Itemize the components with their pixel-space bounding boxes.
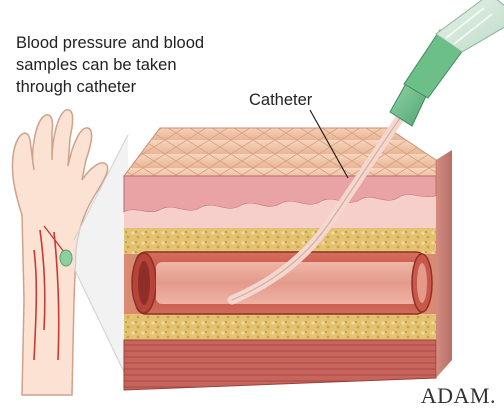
syringe-illustration bbox=[390, 0, 504, 126]
adam-logo: ADAM. bbox=[421, 383, 496, 409]
caption-line-1: Blood pressure and blood bbox=[16, 32, 276, 54]
blood-vessel bbox=[132, 252, 432, 314]
catheter-label: Catheter bbox=[249, 91, 312, 110]
hand-illustration bbox=[12, 110, 128, 395]
caption-line-3: through catheter bbox=[16, 76, 276, 98]
caption-text: Blood pressure and blood samples can be … bbox=[16, 32, 276, 98]
caption-line-2: samples can be taken bbox=[16, 54, 276, 76]
